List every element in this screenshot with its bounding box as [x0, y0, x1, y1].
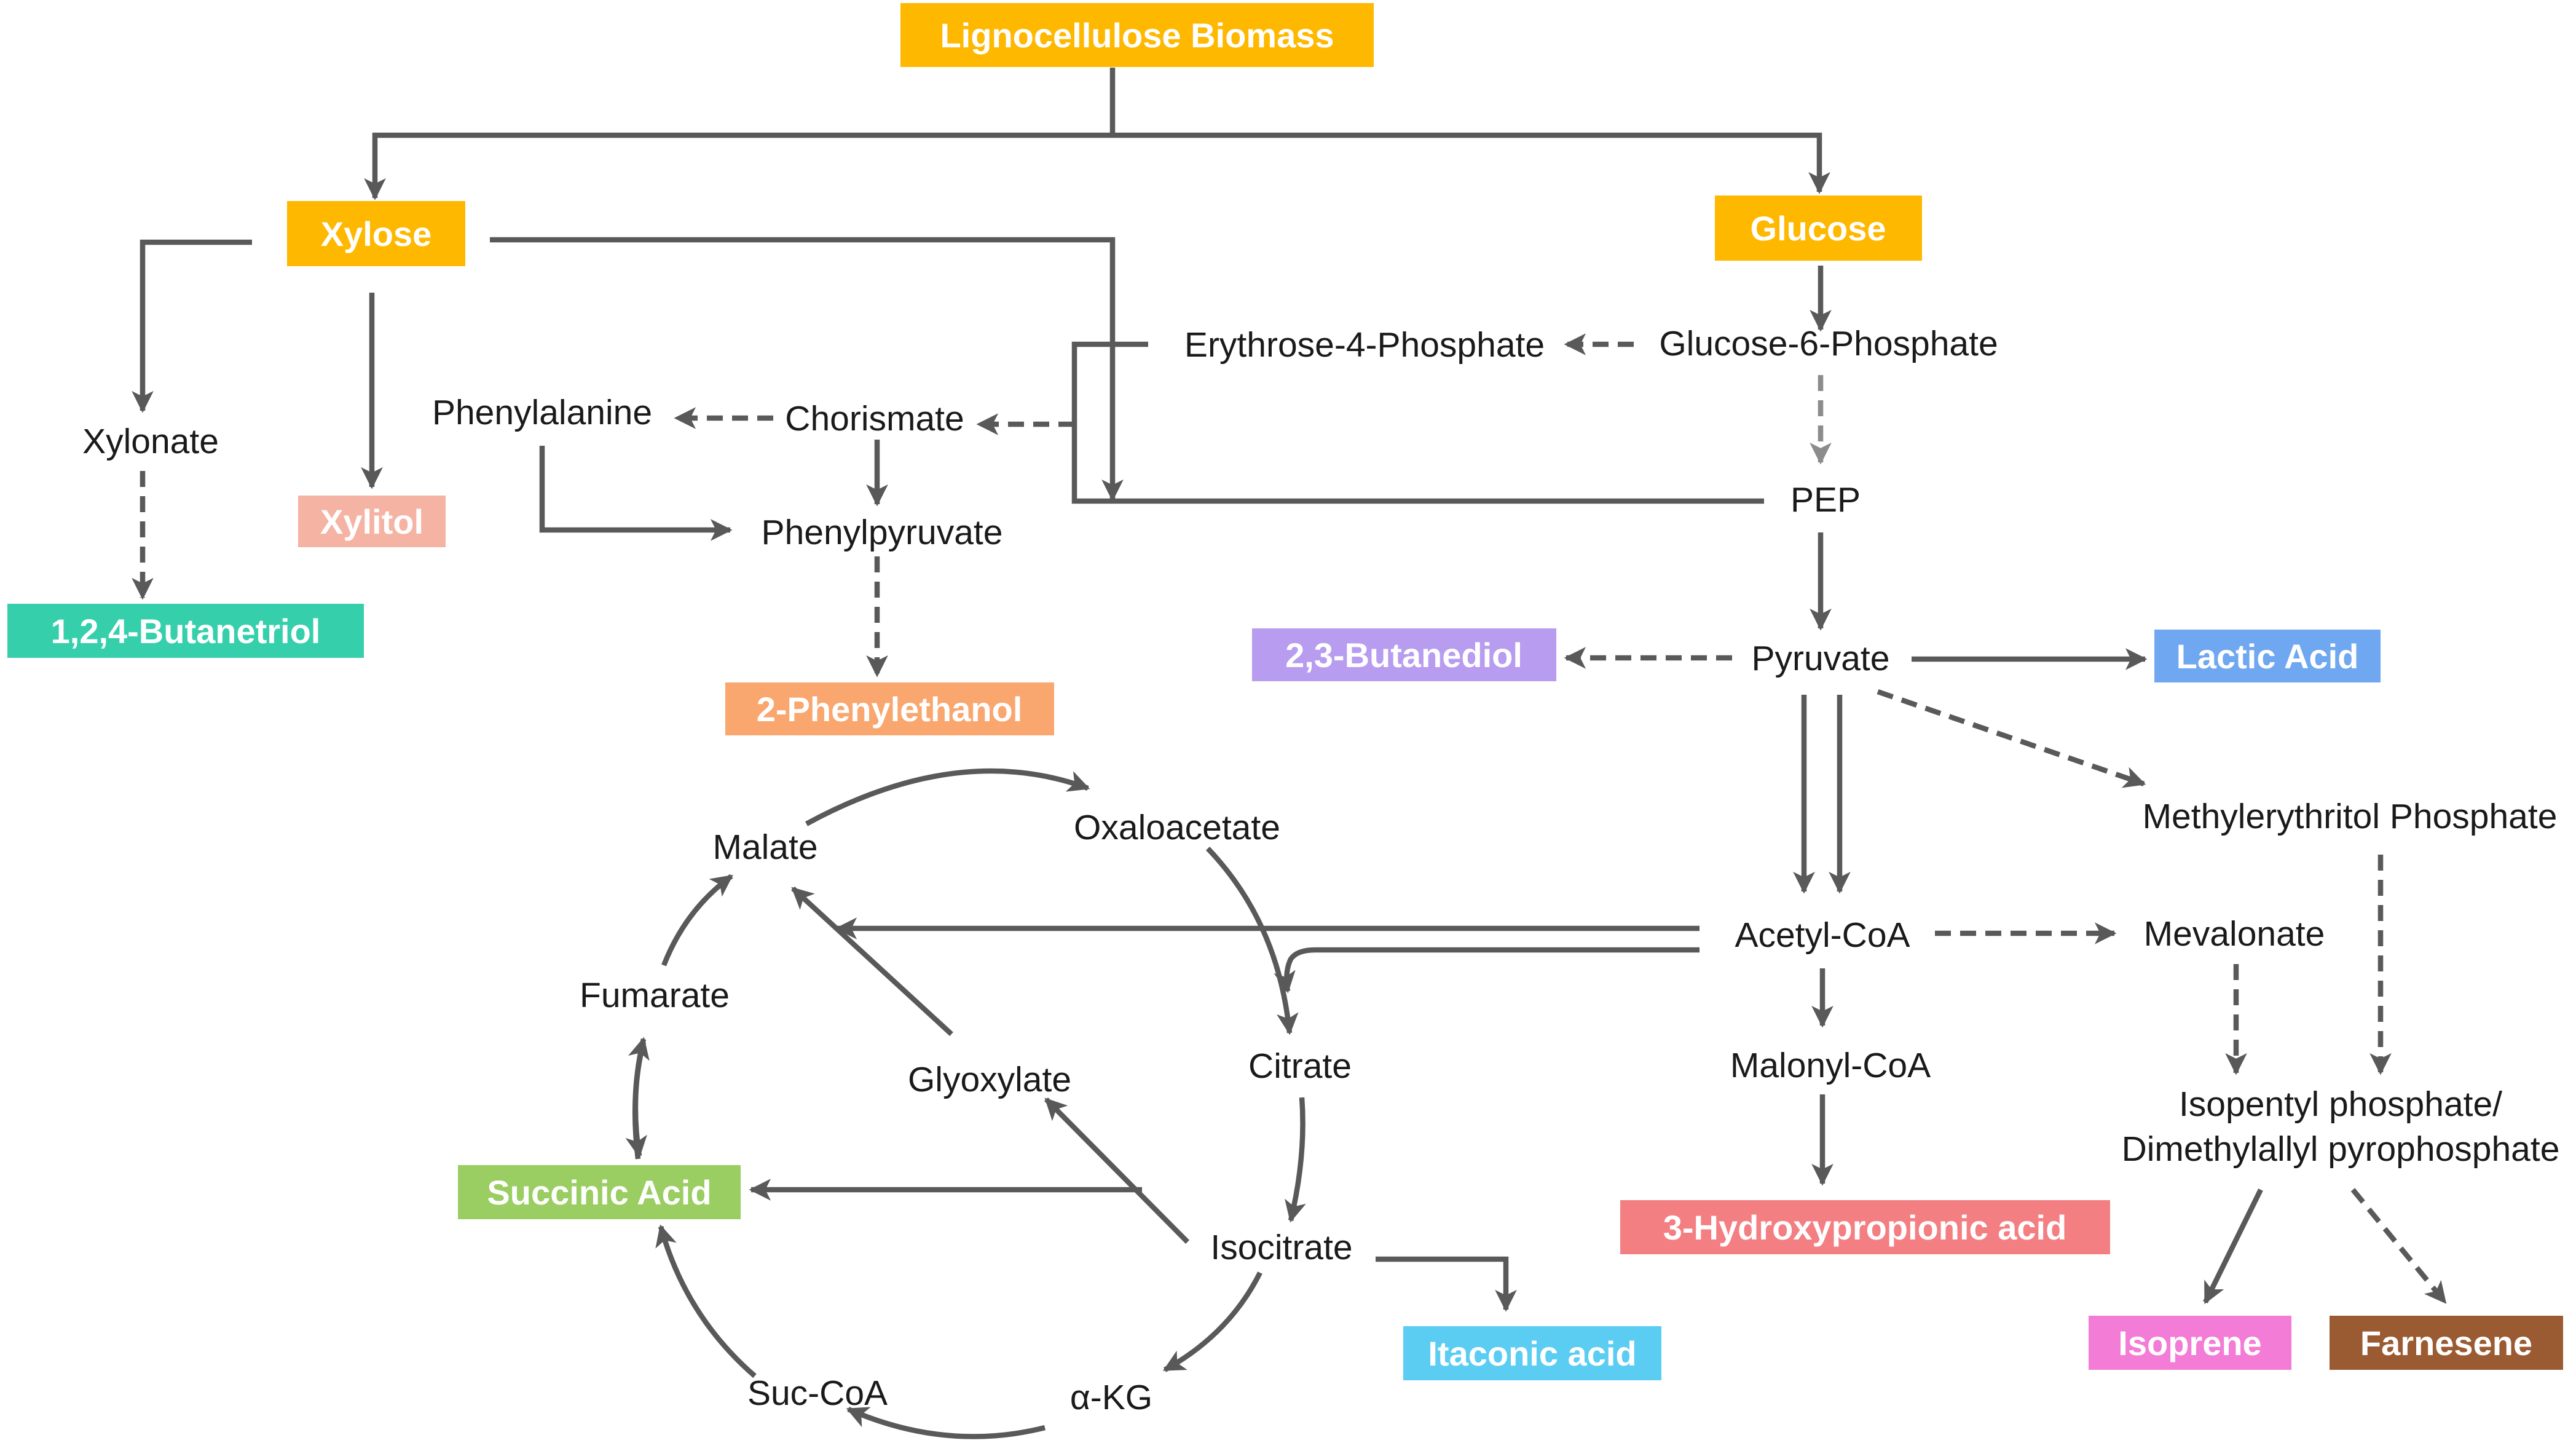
product-box	[1715, 196, 1922, 261]
product-itaconic-acid: Itaconic acid	[1403, 1326, 1661, 1380]
product-box	[2154, 630, 2381, 682]
product-box	[1252, 628, 1556, 681]
product-xylitol: Xylitol	[298, 496, 446, 547]
edge-isocitrate-to-glyoxylate	[1044, 1097, 1190, 1244]
edge-biomass-to-xylose	[364, 132, 1113, 200]
product-xylose: Xylose	[287, 201, 465, 266]
metabolite-chorismate: Chorismate	[785, 399, 964, 438]
metabolite-labels: Erythrose-4-Phosphate Glucose-6-Phosphat…	[82, 324, 2559, 1417]
metabolite-methylerythritol-phosphate: Methylerythritol Phosphate	[2143, 797, 2558, 836]
product-isoprene: Isoprene	[2089, 1316, 2291, 1370]
product-box	[1403, 1326, 1661, 1380]
edge-biomass-to-glucose	[1113, 132, 1830, 194]
product-farnesene: Farnesene	[2330, 1316, 2563, 1370]
metabolite-malate: Malate	[712, 828, 817, 867]
metabolite-glucose-6-phosphate: Glucose-6-Phosphate	[1659, 324, 1998, 363]
edge-ipp-to-farnesene	[2350, 1188, 2448, 1304]
product-box	[900, 3, 1374, 67]
product-hydroxypropionic-acid: 3-Hydroxypropionic acid	[1620, 1200, 2110, 1254]
metabolite-mevalonate: Mevalonate	[2144, 914, 2325, 954]
edge-isocitrate-to-akg	[1162, 1271, 1262, 1372]
metabolite-phenylpyruvate: Phenylpyruvate	[762, 513, 1003, 552]
edge-phenylalanine-to-phenylpyruvate	[539, 446, 733, 541]
product-butanediol: 2,3-Butanediol	[1252, 628, 1556, 681]
product-box	[287, 201, 465, 266]
edge-pyruvate-to-mep	[1877, 689, 2146, 788]
metabolite-xylonate: Xylonate	[82, 422, 219, 461]
metabolite-glyoxylate: Glyoxylate	[908, 1060, 1071, 1099]
edge-isocitrate-to-itaconic	[1376, 1256, 1517, 1312]
edge-xylose-to-pathway	[490, 237, 1124, 502]
product-label: Lignocellulose Biomass	[940, 16, 1334, 55]
product-box	[725, 682, 1054, 735]
metabolite-isocitrate: Isocitrate	[1210, 1228, 1352, 1267]
product-box	[2089, 1316, 2291, 1370]
edge-xylose-to-xylonate	[132, 239, 252, 413]
edge-oxaloacetate-to-citrate	[1205, 847, 1299, 1035]
product-label: Xylose	[321, 215, 432, 253]
product-label: 2,3-Butanediol	[1285, 636, 1522, 674]
product-glucose: Glucose	[1715, 196, 1922, 261]
edge-fumarate-to-succinic	[625, 1041, 647, 1158]
edge-ipp-to-isoprene	[2203, 1188, 2263, 1305]
product-lactic-acid: Lactic Acid	[2154, 630, 2381, 682]
edge-acetylcoa-to-citrate	[1274, 947, 1700, 994]
edges	[132, 68, 2448, 1439]
product-phenylethanol: 2-Phenylethanol	[725, 682, 1054, 735]
metabolite-pyruvate: Pyruvate	[1752, 639, 1890, 678]
edge-glyoxylate-to-malate	[791, 886, 953, 1037]
metabolite-alpha-kg: α-KG	[1070, 1378, 1152, 1417]
product-label: Farnesene	[2360, 1324, 2532, 1362]
product-label: Xylitol	[320, 502, 423, 541]
edge-e4p-pep-loop	[1071, 341, 1764, 504]
product-box	[7, 604, 364, 658]
edge-akg-to-succoa	[846, 1407, 1046, 1439]
metabolite-acetyl-coa: Acetyl-CoA	[1735, 915, 1910, 955]
product-lignocellulose: Lignocellulose Biomass	[900, 3, 1374, 67]
metabolite-dimethylallyl-pyrophosphate: Dimethylallyl pyrophosphate	[2122, 1129, 2560, 1169]
product-box	[458, 1165, 741, 1219]
product-label: 2-Phenylethanol	[757, 690, 1023, 729]
metabolite-isopentyl-phosphate: Isopentyl phosphate/	[2179, 1085, 2502, 1124]
product-label: Lactic Acid	[2176, 637, 2359, 676]
product-label: Isoprene	[2118, 1324, 2261, 1362]
product-label: Itaconic acid	[1428, 1334, 1636, 1373]
edge-malate-to-oxaloacetate	[805, 768, 1090, 826]
product-succinic-acid: Succinic Acid	[458, 1165, 741, 1219]
metabolite-pep: PEP	[1790, 480, 1861, 520]
product-label: Succinic Acid	[487, 1173, 711, 1212]
edge-citrate-to-isocitrate	[1285, 1097, 1306, 1223]
edge-succoa-to-succinic	[655, 1224, 757, 1378]
product-label: 3-Hydroxypropionic acid	[1663, 1208, 2067, 1247]
product-box	[2330, 1316, 2563, 1370]
metabolite-malonyl-coa: Malonyl-CoA	[1730, 1046, 1931, 1085]
metabolite-fumarate: Fumarate	[580, 976, 730, 1015]
metabolite-oxaloacetate: Oxaloacetate	[1074, 808, 1280, 847]
metabolite-suc-coa: Suc-CoA	[747, 1374, 888, 1413]
metabolite-citrate: Citrate	[1248, 1046, 1352, 1086]
product-box	[298, 496, 446, 547]
product-label: Glucose	[1751, 209, 1886, 248]
metabolite-erythrose-4-phosphate: Erythrose-4-Phosphate	[1184, 325, 1545, 365]
product-box	[1620, 1200, 2110, 1254]
product-butanetriol: 1,2,4-Butanetriol	[7, 604, 364, 658]
product-label: 1,2,4-Butanetriol	[51, 612, 321, 650]
metabolite-phenylalanine: Phenylalanine	[432, 393, 652, 432]
edge-fumarate-to-malate	[661, 874, 733, 967]
